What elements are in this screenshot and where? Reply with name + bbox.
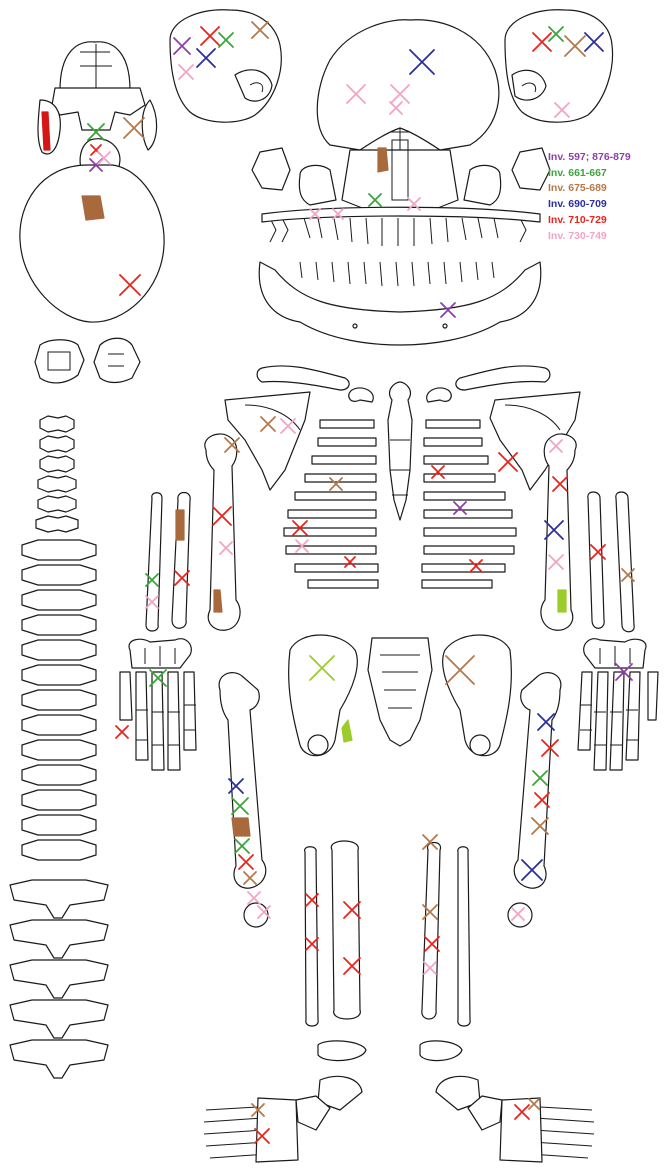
legend-item-675: Inv. 675-689 [548, 181, 631, 197]
inventory-marker [116, 726, 128, 738]
right-parietal-temporal [505, 10, 613, 122]
left-patella [244, 903, 268, 927]
left-humerus [205, 434, 240, 630]
legend-item-730: Inv. 730-749 [548, 229, 631, 245]
legend: Inv. 597; 876-879 Inv. 661-667 Inv. 675-… [548, 150, 631, 244]
legend-item-710: Inv. 710-729 [548, 213, 631, 229]
left-hand [120, 639, 196, 770]
legend-item-597: Inv. 597; 876-879 [548, 150, 631, 166]
inventory-marker [499, 453, 517, 471]
ribs-right [422, 420, 516, 588]
inventory-marker [124, 118, 144, 138]
right-lower-leg [420, 843, 470, 1061]
legend-item-690: Inv. 690-709 [548, 197, 631, 213]
left-foot [204, 1076, 362, 1162]
atlas-vertebra [35, 340, 84, 383]
axis-vertebra [94, 338, 140, 382]
left-forearm [146, 493, 190, 632]
vertebral-column [10, 416, 108, 1078]
facial-bones [252, 140, 550, 345]
legend-item-661: Inv. 661-667 [548, 166, 631, 182]
right-forearm [588, 492, 634, 632]
skull-base [20, 42, 164, 322]
frontal-bone [317, 20, 499, 155]
ribs-left [284, 420, 378, 588]
inventory-marker [248, 892, 260, 904]
pelvis [289, 635, 512, 756]
right-hand [578, 639, 658, 770]
left-lower-leg [305, 841, 366, 1061]
